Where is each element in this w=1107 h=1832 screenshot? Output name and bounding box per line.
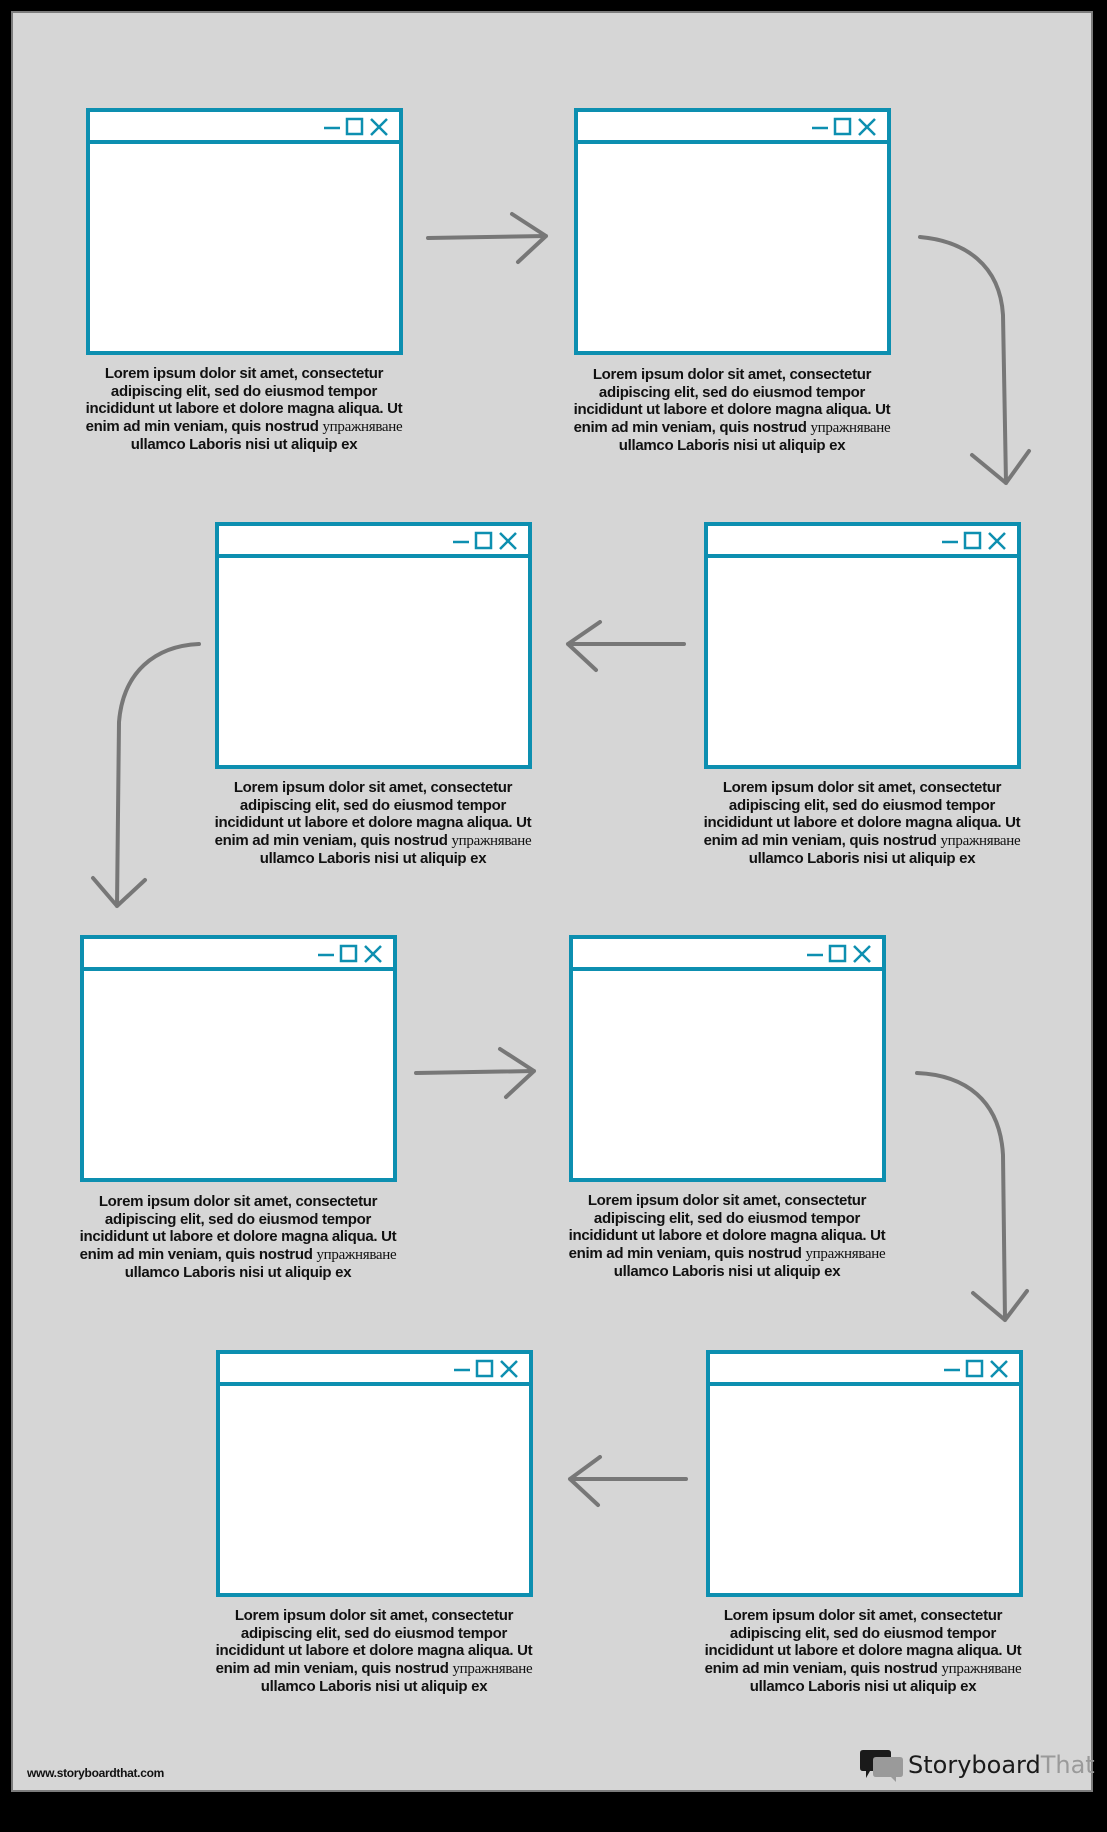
- minimize-icon: [453, 540, 469, 544]
- step-caption-2: Lorem ipsum dolor sit amet, consectetur …: [573, 366, 891, 454]
- step-caption-7: Lorem ipsum dolor sit amet, consectetur …: [215, 1607, 533, 1695]
- minimize-icon: [454, 1368, 470, 1372]
- arrow-right-icon: [426, 212, 548, 264]
- step-window-5: [80, 935, 397, 1182]
- step-caption-3: Lorem ipsum dolor sit amet, consectetur …: [214, 779, 532, 867]
- window-titlebar: [710, 1354, 1019, 1386]
- minimize-icon: [324, 126, 340, 130]
- step-caption-5: Lorem ipsum dolor sit amet, consectetur …: [79, 1193, 397, 1281]
- step-window-7: [216, 1350, 533, 1597]
- maximize-icon: [339, 944, 358, 963]
- arrow-left-icon: [566, 620, 686, 672]
- window-titlebar: [578, 112, 887, 144]
- step-window-3: [215, 522, 532, 769]
- maximize-icon: [828, 944, 847, 963]
- window-titlebar: [84, 939, 393, 971]
- step-caption-8: Lorem ipsum dolor sit amet, consectetur …: [704, 1607, 1022, 1695]
- close-icon: [500, 1360, 518, 1378]
- arrow-left-icon: [568, 1455, 688, 1507]
- arrow-curve-down-icon: [91, 642, 201, 908]
- maximize-icon: [965, 1359, 984, 1378]
- arrow-right-icon: [414, 1047, 536, 1099]
- minimize-icon: [812, 126, 828, 130]
- close-icon: [988, 532, 1006, 550]
- maximize-icon: [474, 531, 493, 550]
- window-titlebar: [708, 526, 1017, 558]
- footer-url[interactable]: www.storyboardthat.com: [27, 1766, 164, 1780]
- arrow-curve-down-icon: [915, 1071, 1029, 1322]
- window-titlebar: [220, 1354, 529, 1386]
- minimize-icon: [318, 953, 334, 957]
- maximize-icon: [475, 1359, 494, 1378]
- maximize-icon: [345, 117, 364, 136]
- step-window-8: [706, 1350, 1023, 1597]
- minimize-icon: [942, 540, 958, 544]
- window-titlebar: [573, 939, 882, 971]
- maximize-icon: [963, 531, 982, 550]
- close-icon: [853, 945, 871, 963]
- minimize-icon: [807, 953, 823, 957]
- step-caption-6: Lorem ipsum dolor sit amet, consectetur …: [568, 1192, 886, 1280]
- window-titlebar: [90, 112, 399, 144]
- step-window-6: [569, 935, 886, 1182]
- step-window-4: [704, 522, 1021, 769]
- step-window-2: [574, 108, 891, 355]
- window-titlebar: [219, 526, 528, 558]
- close-icon: [370, 118, 388, 136]
- close-icon: [364, 945, 382, 963]
- speech-bubbles-icon: [860, 1750, 903, 1782]
- step-window-1: [86, 108, 403, 355]
- close-icon: [499, 532, 517, 550]
- close-icon: [858, 118, 876, 136]
- minimize-icon: [944, 1368, 960, 1372]
- close-icon: [990, 1360, 1008, 1378]
- maximize-icon: [833, 117, 852, 136]
- arrow-curve-down-icon: [918, 235, 1031, 485]
- step-caption-4: Lorem ipsum dolor sit amet, consectetur …: [703, 779, 1021, 867]
- step-caption-1: Lorem ipsum dolor sit amet, consectetur …: [85, 365, 403, 453]
